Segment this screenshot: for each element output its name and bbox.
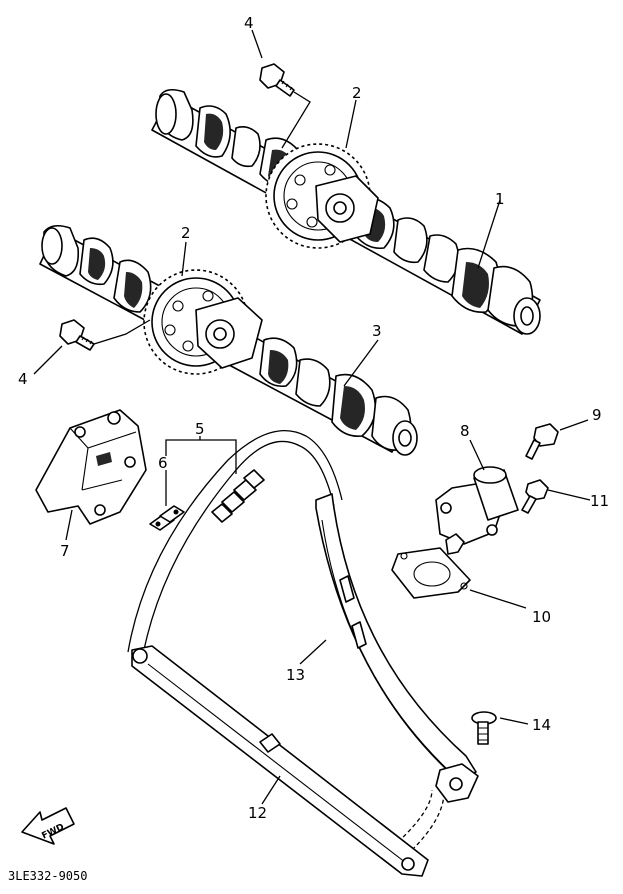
chain-tensioner <box>435 466 519 555</box>
fwd-arrow-icon: FWD <box>21 807 75 845</box>
callout-3: 3 <box>372 322 382 340</box>
cam-sprocket-lower <box>143 269 263 375</box>
callout-8: 8 <box>460 422 470 440</box>
bolt-11 <box>521 479 549 514</box>
tensioner-gasket <box>391 547 471 599</box>
chain-guide-exhaust <box>315 493 479 803</box>
chain-guide-upper <box>35 409 147 525</box>
callout-labels: 1 2 2 3 4 4 5 6 7 8 9 10 11 12 13 14 <box>18 14 609 822</box>
callout-2-upper: 2 <box>352 84 362 102</box>
timing-chain <box>127 429 445 851</box>
callout-4-lower: 4 <box>18 370 28 388</box>
callout-12: 12 <box>248 804 267 822</box>
chain-joint-link <box>149 505 185 531</box>
drawing-code: 3LE332-9050 <box>8 869 87 883</box>
leader-lines <box>33 29 591 805</box>
callout-14: 14 <box>532 716 551 734</box>
callout-4-upper: 4 <box>244 14 254 32</box>
cam-sprocket-upper <box>265 143 379 249</box>
callout-13: 13 <box>286 666 305 684</box>
callout-1: 1 <box>495 190 505 208</box>
bolt-4-lower <box>59 319 95 351</box>
callout-11: 11 <box>590 492 609 510</box>
callout-10: 10 <box>532 608 551 626</box>
callout-5: 5 <box>195 420 205 438</box>
callout-7: 7 <box>60 542 70 560</box>
chain-guide-intake <box>131 645 429 877</box>
screw-14 <box>471 711 497 745</box>
bolt-9 <box>525 423 559 460</box>
callout-9: 9 <box>592 406 602 424</box>
callout-2-lower: 2 <box>181 224 191 242</box>
bolt-4-upper <box>259 63 295 97</box>
callout-6: 6 <box>158 454 168 472</box>
